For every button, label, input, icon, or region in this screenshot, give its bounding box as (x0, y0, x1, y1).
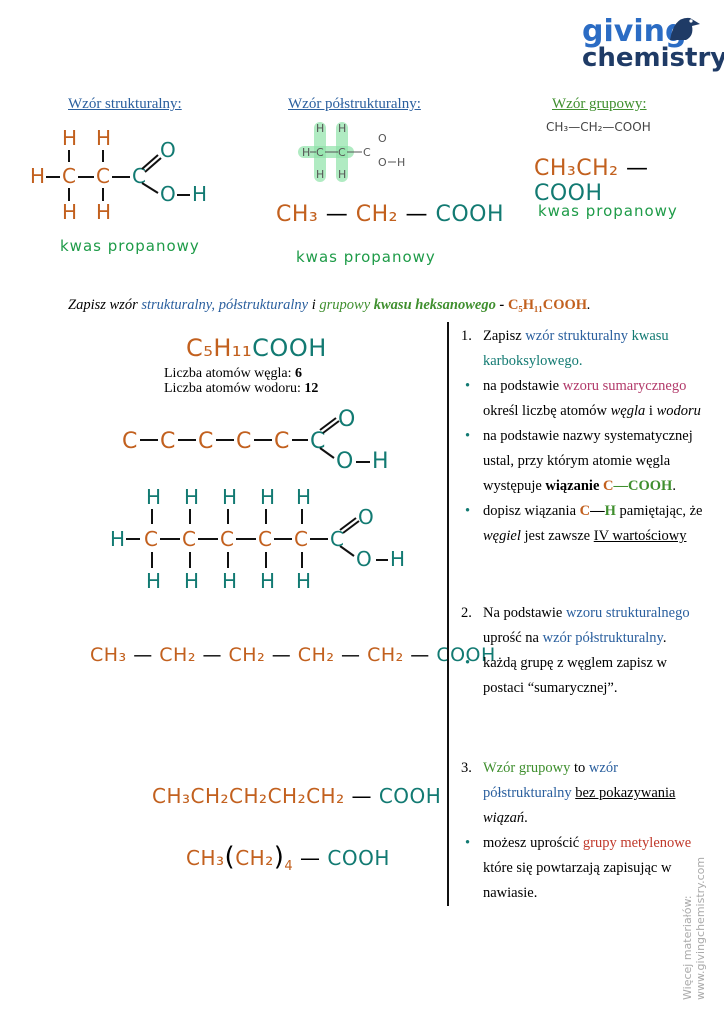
svg-text:H: H (184, 569, 199, 593)
header-group: Wzór grupowy: (552, 96, 647, 112)
svg-text:C: C (330, 527, 344, 551)
svg-text:C: C (198, 429, 213, 454)
steps-section-1: 1.Zapisz wzór strukturalny kwasu karboks… (461, 324, 703, 549)
svg-text:O: O (336, 449, 353, 474)
svg-text:C: C (310, 429, 325, 454)
svg-text:H: H (390, 547, 405, 571)
hexanoic-skeleton: C C C C C C O O H (122, 407, 389, 474)
svg-text:H: H (222, 569, 237, 593)
svg-text:H: H (316, 122, 324, 135)
svg-text:O: O (160, 182, 176, 206)
bullet-5: •możesz uprościć grupy metylenowe które … (465, 835, 692, 901)
carbon-count: Liczba atomów węgla: 6 (164, 366, 303, 381)
svg-text:H: H (397, 156, 405, 169)
step-1: 1.Zapisz wzór strukturalny kwasu karboks… (461, 328, 669, 369)
svg-text:H: H (146, 485, 161, 509)
svg-text:C: C (258, 527, 272, 551)
header-structural: Wzór strukturalny: (68, 96, 182, 112)
svg-text:H: H (110, 527, 125, 551)
svg-text:H: H (372, 449, 389, 474)
svg-text:H: H (62, 126, 77, 150)
svg-text:H: H (260, 485, 275, 509)
svg-text:H: H (302, 146, 310, 159)
svg-text:H: H (296, 569, 311, 593)
svg-text:C: C (236, 429, 251, 454)
bullet-2: •na podstawie nazwy systematycznej ustal… (465, 428, 693, 494)
propanoic-name-2: kwas propanowy (296, 248, 436, 266)
svg-text:O: O (378, 156, 387, 169)
svg-text:C: C (274, 429, 289, 454)
svg-text:H: H (30, 164, 45, 188)
svg-text:C: C (220, 527, 234, 551)
svg-text:H: H (338, 168, 346, 181)
propanoic-semi-small: H CHH CHH C OO H (298, 122, 405, 182)
svg-text:O: O (160, 138, 176, 162)
hexanoic-group-formula-1: CH₃CH₂CH₂CH₂CH₂ — COOH (152, 784, 442, 808)
header-semi: Wzór półstrukturalny: (288, 96, 421, 112)
bullet-4: •każdą grupę z węglem zapisz w postaci “… (465, 655, 667, 696)
svg-text:O: O (358, 505, 374, 529)
logo: giving chemistry (582, 14, 724, 73)
hexanoic-semi-formula: CH₃ — CH₂ — CH₂ — CH₂ — CH₂ — COOH (90, 644, 496, 666)
svg-text:C: C (338, 146, 346, 159)
divider-line (447, 322, 449, 906)
step-3: 3.Wzór grupowy to wzór półstrukturalny b… (461, 760, 676, 826)
sidebar-note: Więcej materiałów: www.givingchemistry.c… (681, 856, 707, 1000)
svg-text:C: C (122, 429, 137, 454)
propanoic-name-1: kwas propanowy (60, 237, 200, 255)
svg-text:C: C (160, 429, 175, 454)
svg-text:C: C (144, 527, 158, 551)
propanoic-structural: H C H H C H H C O O H (30, 126, 207, 224)
svg-text:H: H (184, 485, 199, 509)
svg-text:C: C (294, 527, 308, 551)
flask-bird-icon (670, 17, 700, 40)
svg-text:C: C (316, 146, 324, 159)
svg-text:C: C (96, 164, 110, 188)
bullet-1: •na podstawie wzoru sumarycznego określ … (465, 378, 701, 419)
svg-text:O: O (356, 547, 372, 571)
svg-text:C: C (62, 164, 76, 188)
hexanoic-group-formula-2: CH₃(CH₂)4 — COOH (186, 842, 390, 874)
svg-text:C: C (363, 146, 371, 159)
task-instruction: Zapisz wzór strukturalny, półstrukturaln… (68, 297, 591, 313)
svg-text:H: H (146, 569, 161, 593)
hydrogen-count: Liczba atomów wodoru: 12 (164, 381, 319, 396)
svg-text:H: H (316, 168, 324, 181)
propanoic-group-formula: CH₃CH₂ — COOH (534, 156, 649, 206)
propanoic-semi-formula: CH₃ — CH₂ — COOH (276, 202, 505, 227)
svg-text:H: H (96, 126, 111, 150)
logo-chemistry: chemistry (582, 43, 724, 73)
svg-text:C: C (182, 527, 196, 551)
propanoic-group-small: CH₃—CH₂—COOH (546, 120, 651, 134)
logo-giving: giving (582, 14, 687, 49)
step-2: 2.Na podstawie wzoru strukturalnego upro… (461, 605, 690, 646)
svg-text:H: H (96, 200, 111, 224)
svg-text:O: O (338, 407, 355, 432)
svg-text:H: H (296, 485, 311, 509)
steps-section-2: 2.Na podstawie wzoru strukturalnego upro… (461, 601, 703, 701)
bullet-3: •dopisz wiązania C—H pamiętając, że węgi… (465, 503, 703, 544)
svg-text:C: C (132, 164, 146, 188)
svg-text:H: H (338, 122, 346, 135)
propanoic-name-3: kwas propanowy (538, 202, 678, 220)
svg-text:H: H (222, 485, 237, 509)
svg-text:H: H (192, 182, 207, 206)
hexanoic-formula: C₅H₁₁COOH (186, 334, 327, 362)
steps-section-3: 3.Wzór grupowy to wzór półstrukturalny b… (461, 756, 703, 906)
svg-text:H: H (62, 200, 77, 224)
svg-text:O: O (378, 132, 387, 145)
svg-text:H: H (260, 569, 275, 593)
